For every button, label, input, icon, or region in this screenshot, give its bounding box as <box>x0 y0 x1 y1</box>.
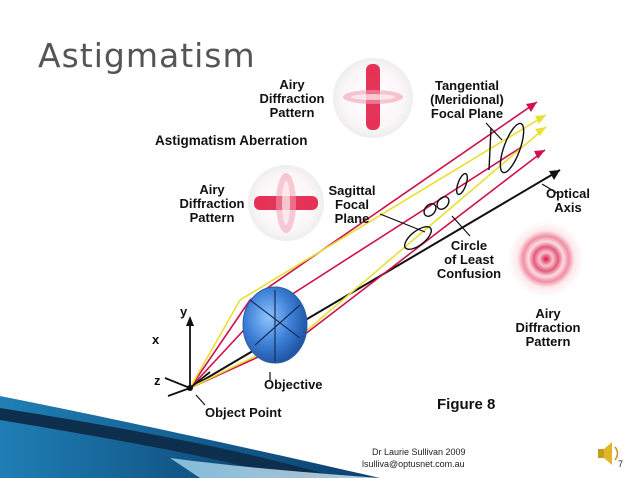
speaker-icon[interactable] <box>598 442 619 465</box>
lens-ray-crossings <box>249 290 301 362</box>
label-airy-left: Airy Diffraction Pattern <box>172 183 252 225</box>
red-ray-arrow-1 <box>526 102 537 112</box>
label-sagittal: Sagittal Focal Plane <box>322 184 382 226</box>
yellow-ray-arrow-2 <box>535 127 546 136</box>
label-airy-top-text: Airy Diffraction Pattern <box>259 77 325 120</box>
label-airy-right-text: Airy Diffraction Pattern <box>515 306 581 349</box>
label-object-point: Object Point <box>205 405 282 420</box>
object-point-dot <box>187 385 193 391</box>
label-airy-right: Airy Diffraction Pattern <box>508 307 588 349</box>
slide-swoosh <box>0 396 380 478</box>
optical-axis-arrowhead <box>549 170 560 180</box>
label-airy-left-text: Airy Diffraction Pattern <box>179 182 245 225</box>
label-tangential: Tangential (Meridional) Focal Plane <box>418 79 516 121</box>
page-number: 7 <box>618 459 624 469</box>
figure-caption: Figure 8 <box>437 396 496 413</box>
focal-ellipses <box>403 122 525 250</box>
figure-heading: Astigmatism Aberration <box>155 133 308 148</box>
footer-author: Dr Laurie Sullivan 2009 <box>372 447 466 457</box>
axis-label-z: z <box>154 373 161 388</box>
airy-pattern-right <box>508 221 584 297</box>
label-airy-top: Airy Diffraction Pattern <box>252 78 332 120</box>
slide-title: Astigmatism <box>38 36 256 75</box>
y-axis-arrow <box>186 316 194 326</box>
label-sagittal-text: Sagittal Focal Plane <box>328 183 376 226</box>
label-tangential-text: Tangential (Meridional) Focal Plane <box>430 78 504 121</box>
red-ray-arrow-2 <box>534 150 545 159</box>
label-optical-axis: Optical Axis <box>540 187 596 215</box>
footer-email[interactable]: lsulliva@optusnet.com.au <box>362 459 465 469</box>
yellow-ray-arrow-1 <box>535 115 546 124</box>
coordinate-axes <box>164 320 211 397</box>
leader-lines <box>195 122 558 406</box>
label-circle-least-confusion-text: Circle of Least Confusion <box>436 238 502 281</box>
label-objective: Objective <box>264 377 323 392</box>
axis-label-x: x <box>152 332 160 347</box>
label-circle-least-confusion: Circle of Least Confusion <box>430 239 508 281</box>
airy-pattern-left <box>248 165 324 241</box>
label-optical-axis-text: Optical Axis <box>545 186 591 215</box>
airy-pattern-top <box>333 58 413 138</box>
tangential-line <box>488 127 492 171</box>
axis-label-y: y <box>180 304 188 319</box>
